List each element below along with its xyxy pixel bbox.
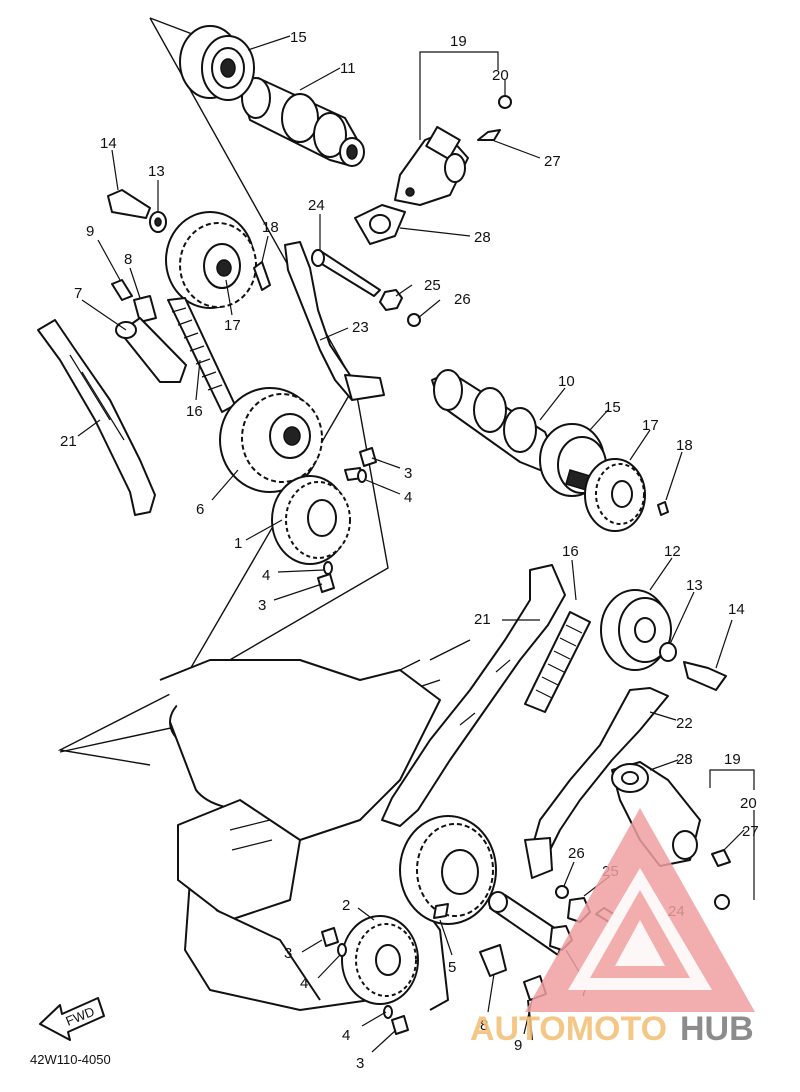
callout-9: 9 [86,223,94,240]
sprocket-17-lower [584,458,646,532]
callout-18: 18 [676,437,693,454]
callout-7: 7 [74,285,82,302]
callout-13: 13 [148,163,165,180]
callout-5: 5 [448,959,456,976]
watermark-word-hub: HUB [680,1010,754,1048]
callout-9: 9 [514,1037,522,1054]
cam-sprocket-6 [219,387,323,493]
callout-16: 16 [562,543,579,560]
callout-19: 19 [724,751,741,768]
callout-3: 3 [258,597,266,614]
piston-cylinder-outline [159,659,449,1011]
chain-guide-21-upper [37,319,156,516]
callout-15: 15 [290,29,307,46]
fwd-arrow-icon: FWD [39,997,105,1041]
callout-28: 28 [676,751,693,768]
callout-10: 10 [558,373,575,390]
callout-13: 13 [686,577,703,594]
watermark-word-automoto: AUTOMOTO [470,1010,667,1048]
pin-18-upper [253,261,271,291]
drawing-code: 42W110-4050 [30,1052,111,1067]
bearing-15-upper [179,25,255,101]
bolt-24-upper [311,249,421,327]
callout-28: 28 [474,229,491,246]
leader-lines [77,35,755,1053]
bolt-14-washer-13-upper [107,189,167,233]
automotohub-watermark: AUTOMOTO HUB [470,808,755,1048]
callout-15: 15 [604,399,621,416]
camshaft-11 [239,77,365,167]
chain-guide-21-lower [381,564,566,827]
callout-26: 26 [568,845,585,862]
pin-18-lower [657,501,669,516]
callout-26: 26 [454,291,471,308]
callout-25: 25 [424,277,441,294]
plate-8-bolt-9-lower [479,944,547,1041]
callout-3: 3 [404,465,412,482]
cam-chain-tensioner-19-upper [394,95,512,206]
gear-2 [341,915,419,1005]
callout-1: 1 [234,535,242,552]
callout-21: 21 [60,433,77,450]
spring-3-pin-4-upper [317,447,377,593]
spring-3-pin-4-lower [321,927,409,1035]
callout-11: 11 [340,60,356,77]
callout-6: 6 [196,501,204,518]
callout-14: 14 [728,601,745,618]
cam-drive-gear-5 [399,815,497,925]
callout-24: 24 [308,197,325,214]
callout-14: 14 [100,135,117,152]
callout-8: 8 [124,251,132,268]
camshaft-10 [431,369,556,471]
callout-17: 17 [642,417,659,434]
callout-2: 2 [342,897,350,914]
gasket-28-upper [354,204,406,245]
callout-16: 16 [186,403,203,420]
callout-4: 4 [300,975,308,992]
callout-18: 18 [262,219,279,236]
callout-20: 20 [492,67,509,84]
cam-chain-16-lower [524,611,591,713]
bolt-9-plate-8-pin-7-upper [111,279,187,383]
callout-22: 22 [676,715,693,732]
callout-21: 21 [474,611,491,628]
callout-4: 4 [262,567,270,584]
chain-guide-22 [524,687,669,879]
callout-4: 4 [404,489,412,506]
chain-guide-23 [284,241,385,401]
callout-3: 3 [284,945,292,962]
cam-chain-tensioner-19-lower [611,761,731,910]
idler-12 [600,589,727,691]
shaft-7-lower [488,891,573,956]
callout-27: 27 [742,823,759,840]
callout-20: 20 [740,795,757,812]
callout-3: 3 [356,1055,364,1072]
callout-19: 19 [450,33,467,50]
callout-4: 4 [342,1027,350,1044]
sprocket-17-upper [165,211,257,309]
callout-23: 23 [352,319,369,336]
callout-17: 17 [224,317,241,334]
callout-27: 27 [544,153,561,170]
callout-8: 8 [480,1017,488,1034]
callout-12: 12 [664,543,681,560]
cam-chain-16-upper [167,297,236,413]
